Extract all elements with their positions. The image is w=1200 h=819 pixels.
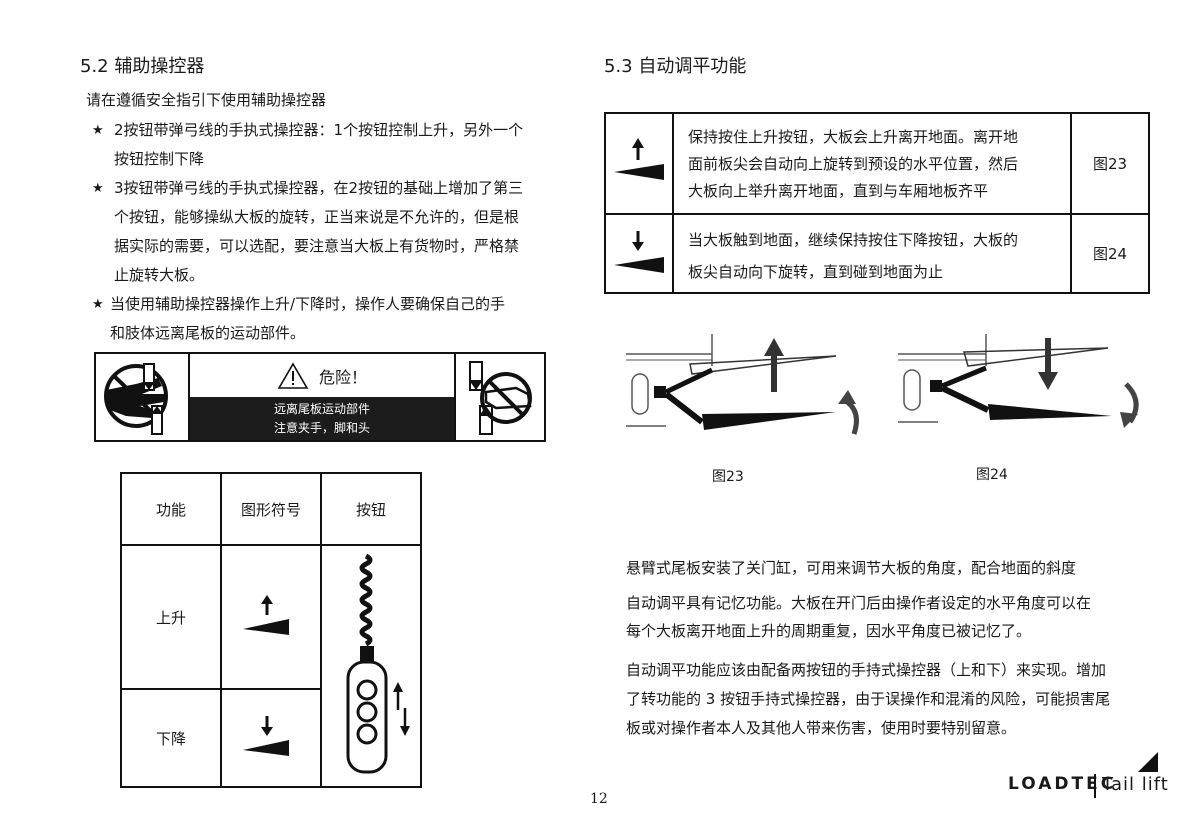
bullet-2-line: 个按钮，能够操纵大板的旋转，正当来说是不允许的，但是根	[114, 208, 520, 226]
fig24-caption: 图24	[976, 467, 1008, 483]
fig23-caption: 图23	[712, 469, 744, 485]
brand-product: Tail lift	[1102, 774, 1169, 795]
paragraph-1: 悬臂式尾板安装了关门缸，可用来调节大板的角度，配合地面的斜度	[626, 559, 1077, 577]
foot-crush-warning-icon	[456, 354, 548, 440]
paragraph-2-line: 每个大板离开地面上升的周期重复，因水平角度已被记忆了。	[626, 622, 1032, 640]
star-icon: ★	[92, 123, 104, 138]
up-symbol-icon	[222, 546, 322, 690]
corner-triangle-icon	[1138, 752, 1158, 776]
section-heading-5-3: 5.3 自动调平功能	[604, 56, 747, 77]
fig23-desc-line: 保持按住上升按钮，大板会上升离开地面。离开地	[688, 128, 1019, 146]
pendant-controller-icon	[322, 546, 420, 786]
bullet-2-line: 3按钮带弹弓线的手执式操控器，在2按钮的基础上增加了第三	[114, 179, 524, 197]
brand-logo: LOADTEC	[1008, 774, 1117, 794]
table-header-button: 按钮	[322, 474, 420, 546]
table-header-function: 功能	[122, 474, 222, 546]
star-icon: ★	[92, 181, 104, 196]
warning-line-2: 注意夹手，脚和头	[273, 421, 370, 435]
bullet-1-line: 2按钮带弹弓线的手执式操控器：1个按钮控制上升，另外一个	[114, 121, 524, 139]
warning-line-1: 远离尾板运动部件	[273, 402, 370, 416]
bullet-2-line: 止旋转大板。	[114, 266, 205, 284]
auto-leveling-table: 保持按住上升按钮，大板会上升离开地面。离开地 面前板尖会自动向上旋转到预设的水平…	[604, 112, 1150, 294]
brand-divider	[1094, 774, 1096, 798]
paragraph-2-line: 自动调平具有记忆功能。大板在开门后由操作者设定的水平角度可以在	[626, 594, 1092, 612]
hand-crush-warning-icon	[96, 354, 188, 440]
bullet-2-line: 据实际的需要，可以选配，要注意当大板上有货物时，严格禁	[114, 237, 520, 255]
star-icon: ★	[92, 297, 104, 312]
paragraph-3-line: 了转功能的 3 按钮手持式操控器，由于误操作和混淆的风险，可能损害尾	[626, 690, 1111, 708]
fig24-desc-line: 当大板触到地面，继续保持按住下降按钮，大板的	[688, 231, 1019, 249]
bullet-3-line: 当使用辅助操控器操作上升/下降时，操作人要确保自己的手	[110, 295, 506, 313]
paragraph-3-line: 自动调平功能应该由配备两按钮的手持式操控器（上和下）来实现。增加	[626, 661, 1107, 679]
fig24-desc-line: 板尖自动向下旋转，直到碰到地面为止	[688, 263, 944, 281]
row-divider	[674, 213, 1070, 215]
intro-text: 请在遵循安全指引下使用辅助操控器	[86, 91, 327, 109]
fig23-tail-lift-raise-illustration	[626, 330, 866, 440]
paragraph-3-line: 板或对操作者本人及其他人带来伤害，使用时要特别留意。	[626, 719, 1017, 737]
fig24-ref: 图24	[1070, 215, 1148, 292]
table-header-symbol: 图形符号	[222, 474, 322, 546]
warning-title: 危险！	[318, 367, 367, 387]
paragraph-3: 自动调平功能应该由配备两按钮的手持式操控器（上和下）来实现。增加 了转功能的 3…	[626, 656, 1166, 743]
danger-warning-banner: 危险！ 远离尾板运动部件 注意夹手，脚和头	[94, 352, 546, 442]
table-cell-up: 上升	[122, 546, 222, 690]
down-symbol-icon	[222, 690, 322, 786]
paragraph-2: 自动调平具有记忆功能。大板在开门后由操作者设定的水平角度可以在 每个大板离开地面…	[626, 589, 1166, 645]
bullet-1-line: 按钮控制下降	[114, 150, 205, 168]
fig23-desc-line: 面前板尖会自动向上旋转到预设的水平位置，然后	[688, 155, 1019, 173]
up-symbol-icon	[606, 114, 674, 215]
bullet-list: ★ 2按钮带弹弓线的手执式操控器：1个按钮控制上升，另外一个 按钮控制下降 ★ …	[92, 116, 572, 346]
fig23-desc-line: 大板向上举升离开地面，直到与车厢地板齐平	[688, 182, 989, 200]
page-number: 12	[590, 791, 608, 807]
table-cell-down: 下降	[122, 690, 222, 786]
warning-triangle-icon	[277, 361, 309, 389]
bullet-3-line: 和肢体远离尾板的运动部件。	[110, 324, 306, 342]
control-function-table: 功能 图形符号 按钮 上升 下降	[120, 472, 422, 788]
down-symbol-icon	[606, 215, 674, 292]
fig24-tail-lift-lower-illustration	[898, 330, 1148, 440]
section-heading-5-2: 5.2 辅助操控器	[80, 56, 205, 77]
fig23-ref: 图23	[1070, 114, 1148, 215]
